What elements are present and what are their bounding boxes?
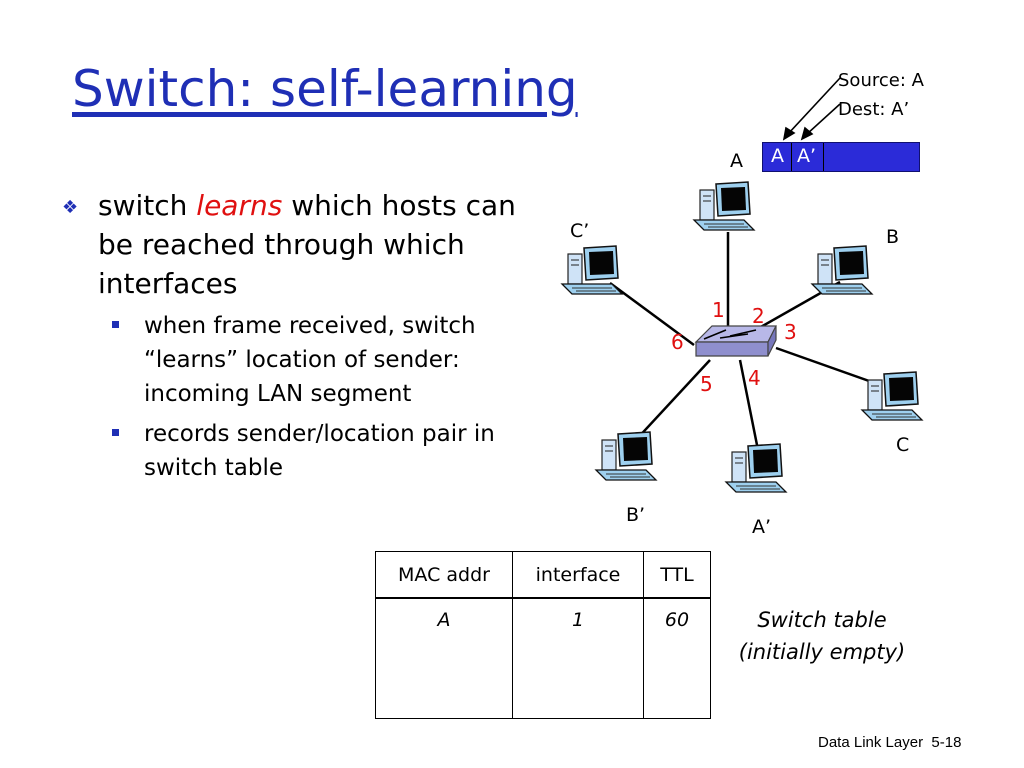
host-c-prime-computer-icon [561, 245, 623, 295]
host-label-b: B [886, 226, 900, 248]
host-label-a-prime: A’ [752, 516, 772, 538]
slide-footer: Data Link Layer 5-18 [818, 734, 961, 751]
switch-icon [694, 325, 777, 357]
square-bullet-icon [112, 429, 119, 436]
slide-title: Switch: self-learning [72, 60, 578, 118]
port-label: 1 [712, 298, 725, 322]
diamond-bullet-icon: ❖ [62, 197, 79, 218]
main-bullet-emphasis: learns [196, 189, 283, 222]
table-header-row: MAC addr interface TTL [375, 551, 711, 599]
main-bullet: ❖ switch learns which hosts can be reach… [62, 186, 532, 303]
host-b-prime-computer-icon [595, 431, 657, 481]
column-header-interface: interface [512, 551, 644, 599]
frame-dest-cell: A’ [797, 145, 817, 167]
source-label: Source: A [838, 70, 924, 91]
host-a-computer-icon [693, 181, 755, 231]
bullet-list: ❖ switch learns which hosts can be reach… [62, 186, 532, 485]
ethernet-frame: A A’ [762, 142, 920, 172]
port-label: 4 [748, 366, 761, 390]
host-c-computer-icon [861, 371, 923, 421]
column-header-mac: MAC addr [375, 551, 513, 599]
port-label: 3 [784, 320, 797, 344]
footer-chapter: Data Link Layer [818, 734, 924, 751]
sub-bullet: when frame received, switch “learns” loc… [110, 309, 532, 411]
host-label-a: A [730, 150, 743, 172]
sub-bullet: records sender/location pair in switch t… [110, 417, 532, 485]
table-row: A 1 60 [376, 598, 711, 719]
square-bullet-icon [112, 321, 119, 328]
host-label-b-prime: B’ [626, 504, 646, 526]
column-header-ttl: TTL [643, 551, 711, 599]
cell-interface: 1 [512, 598, 644, 719]
cell-mac: A [437, 609, 451, 631]
source-dest-arrows [782, 77, 841, 141]
frame-source-cell: A [771, 145, 784, 167]
frame-divider [823, 143, 824, 171]
host-label-c-prime: C’ [570, 220, 590, 242]
sub-bullet-text: records sender/location pair in switch t… [144, 421, 495, 481]
cell-ttl: 60 [643, 598, 711, 719]
switch-table: MAC addr interface TTL A 1 60 [375, 551, 711, 719]
sub-bullet-text: when frame received, switch “learns” loc… [144, 313, 476, 407]
host-b-computer-icon [811, 245, 873, 295]
main-bullet-post: which hosts can be reached through which… [98, 189, 516, 300]
table-caption: Switch table (initially empty) [724, 604, 920, 668]
port-label: 5 [700, 372, 713, 396]
dest-label: Dest: A’ [838, 99, 910, 120]
caption-line-2: (initially empty) [738, 640, 906, 664]
frame-divider [791, 143, 792, 171]
host-label-c: C [896, 434, 910, 456]
footer-page-number: 5-18 [931, 734, 962, 751]
port-label: 2 [752, 304, 765, 328]
frame-header-info: Source: A Dest: A’ [838, 66, 924, 124]
host-a-prime-computer-icon [725, 443, 787, 493]
caption-line-1: Switch table [757, 608, 887, 632]
port-label: 6 [671, 330, 684, 354]
main-bullet-pre: switch [98, 189, 188, 222]
